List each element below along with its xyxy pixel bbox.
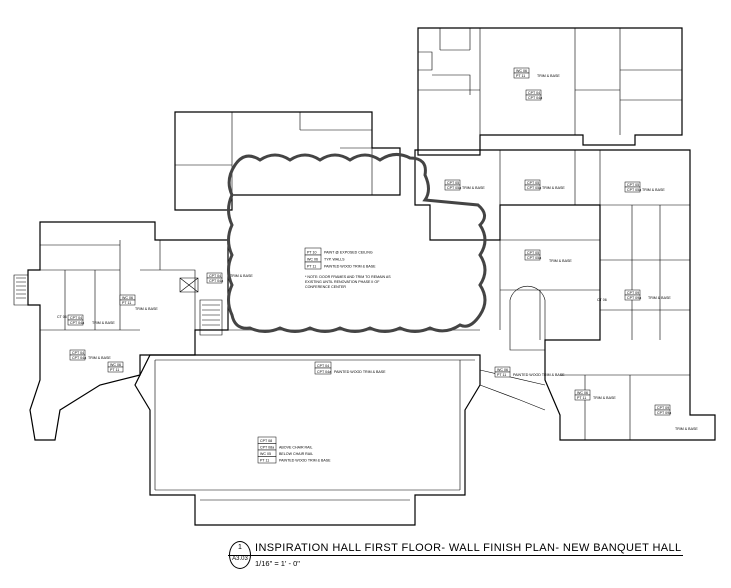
tag-text: PT 11 — [122, 301, 131, 305]
tag-text: CPT 05a — [527, 186, 541, 190]
tag-text: TRIM & BASE — [92, 321, 115, 325]
tag-text: TRIM & BASE — [593, 396, 616, 400]
room-tag-upper-right: WC 06 PT 11 TRIM & BASE CPT 04 CPT 04a — [513, 67, 560, 101]
room-tag-right-5: CPT 09 CPT 09a TRIM & BASE — [624, 289, 671, 301]
drawing-title: INSPIRATION HALL FIRST FLOOR- WALL FINIS… — [255, 542, 682, 554]
tag-text: PT 11 — [516, 74, 525, 78]
callout-desc-1: PAINT @ EXPOSED CEILING — [324, 251, 373, 255]
tag-text: CPT 04 — [209, 274, 221, 278]
tag-text: CPT 09 — [657, 406, 669, 410]
tag-text: WC 06 — [577, 391, 588, 395]
banquet-hall — [134, 354, 481, 526]
tag-text: WC 06 — [516, 69, 527, 73]
banquet-code-3: WC 05 — [260, 452, 271, 456]
central-upper-block — [174, 111, 401, 211]
upper-right-wing — [417, 27, 683, 156]
tag-text: TRIM & BASE — [542, 186, 565, 190]
callout-note-1: * NOTE: DOOR FRAMES AND TRIM TO REMAIN A… — [305, 275, 391, 279]
detail-number: 1 — [238, 544, 242, 551]
revision-cloud — [227, 153, 487, 333]
room-tag-left-4: WC 06 PT 11 — [107, 361, 124, 373]
tag-text: TRIM & BASE — [642, 188, 665, 192]
room-tag-lower-right: WC 06 PT 11 PAINTED WOOD TRIM & BASE — [494, 366, 565, 378]
banquet-desc-2: ABOVE CHAIR RAIL — [279, 446, 313, 450]
tag-text: PAINTED WOOD TRIM & BASE — [513, 373, 565, 377]
banquet-code-2: CPT 08a — [260, 446, 274, 450]
tag-text: CPT 04a — [209, 279, 223, 283]
tag-text: CPT 09a — [657, 411, 671, 415]
callout-desc-2: TYP. WALLS — [324, 258, 345, 262]
tag-text: CPT 04 — [528, 91, 540, 95]
tag-text: TRIM & BASE — [648, 296, 671, 300]
lobby-corridor — [228, 285, 546, 411]
tag-text: CPT 04 — [72, 351, 84, 355]
left-wing — [13, 221, 229, 441]
tag-text: CPT 04a — [70, 321, 84, 325]
banquet-desc-3: BELOW CHAIR RAIL — [279, 452, 313, 456]
banquet-code-4: PT 11 — [260, 459, 269, 463]
center-finish-callout: PT 10 WC 06 PT 11 PAINT @ EXPOSED CEILIN… — [304, 247, 391, 289]
tag-text: CPT 09 — [627, 291, 639, 295]
callout-code-1: PT 10 — [307, 251, 317, 255]
room-tag-right-2: CPT 05 CPT 05a TRIM & BASE — [524, 179, 565, 191]
room-tag-right-1: CPT 05 CPT 05a TRIM & BASE — [444, 179, 485, 191]
room-tag-left-2: CPT 04 CPT 04a TRIM & BASE — [67, 314, 115, 326]
banquet-finish-callout: CPT 08 CPT 08a WC 05 PT 11 ABOVE CHAIR R… — [257, 436, 331, 464]
lobby-desc: PAINTED WOOD TRIM & BASE — [334, 370, 386, 374]
room-tag-lower-right-2: WC 06 PT 11 TRIM & BASE — [574, 389, 616, 401]
room-tag-far-right: CPT 09 CPT 09a TRIM & BASE — [654, 404, 698, 431]
sheet-number: A3.03 — [232, 556, 248, 562]
tag-text: CPT 04 — [70, 316, 82, 320]
tag-text: CPT 09a — [627, 296, 641, 300]
callout-code-3: PT 11 — [307, 265, 316, 269]
tag-text: CPT 05 — [527, 251, 539, 255]
drawing-scale: 1/16" = 1' - 0" — [255, 559, 300, 568]
tag-text: WC 06 — [497, 368, 508, 372]
tag-text: TRIM & BASE — [230, 274, 253, 278]
tag-text: TRIM & BASE — [462, 186, 485, 190]
banquet-code-1: CPT 08 — [260, 439, 272, 443]
tag-text: CPT 05 — [527, 181, 539, 185]
tag-text: CPT 05 — [447, 181, 459, 185]
tag-text: CPT 04a — [72, 356, 86, 360]
tag-text: TRIM & BASE — [88, 356, 111, 360]
tag-text: TRIM & BASE — [135, 307, 158, 311]
title-underline — [228, 555, 683, 556]
tag-text: TRIM & BASE — [537, 74, 560, 78]
lobby-code-1: CPT 04 — [317, 364, 329, 368]
lobby-code-2: CPT 04a — [317, 370, 331, 374]
room-tags: WC 06 PT 11 TRIM & BASE CPT 04 CPT 04a C… — [57, 67, 698, 431]
room-tag-right-4: CPT 05 CPT 05a TRIM & BASE — [524, 249, 572, 263]
tag-text: WC 06 — [110, 363, 121, 367]
tag-text: PT 11 — [497, 373, 506, 377]
callout-code-2: WC 06 — [307, 258, 318, 262]
banquet-desc-4: PAINTED WOOD TRIM & BASE — [279, 459, 331, 463]
room-tag-center-upper: CPT 04 CPT 04a TRIM & BASE — [206, 272, 253, 284]
tag-text: PT 11 — [577, 396, 586, 400]
tag-text: TRIM & BASE — [549, 259, 572, 263]
lobby-finish-callout: CPT 04 CPT 04a PAINTED WOOD TRIM & BASE — [314, 361, 386, 375]
tag-text: CPT 05a — [447, 186, 461, 190]
tag-text: WC 06 — [122, 296, 133, 300]
tag-text: CPT 05 — [627, 183, 639, 187]
tag-text: CPT 05a — [527, 256, 541, 260]
room-tag-right-3: CPT 05 CPT 05a TRIM & BASE — [624, 181, 665, 193]
tag-text: TRIM & BASE — [675, 427, 698, 431]
room-tag-ct06: CT 06 CT 06 — [57, 298, 607, 319]
tag-text: CT 06 — [57, 315, 67, 319]
callout-note-3: CONFERENCE CENTER — [305, 285, 346, 289]
tag-text: PT 11 — [110, 368, 119, 372]
room-tag-left-1: WC 06 PT 11 TRIM & BASE — [119, 294, 158, 311]
tag-text: CPT 04a — [528, 96, 542, 100]
callout-desc-3: PAINTED WOOD TRIM & BASE — [324, 265, 376, 269]
tag-pt11 — [304, 261, 322, 270]
room-tag-left-3: CPT 04 CPT 04a TRIM & BASE — [69, 349, 111, 361]
callout-note-2: EXISTING UNTIL RENOVATION PHASE II OF — [305, 280, 380, 284]
tag-text: CT 06 — [597, 298, 607, 302]
tag-text: CPT 05a — [627, 188, 641, 192]
